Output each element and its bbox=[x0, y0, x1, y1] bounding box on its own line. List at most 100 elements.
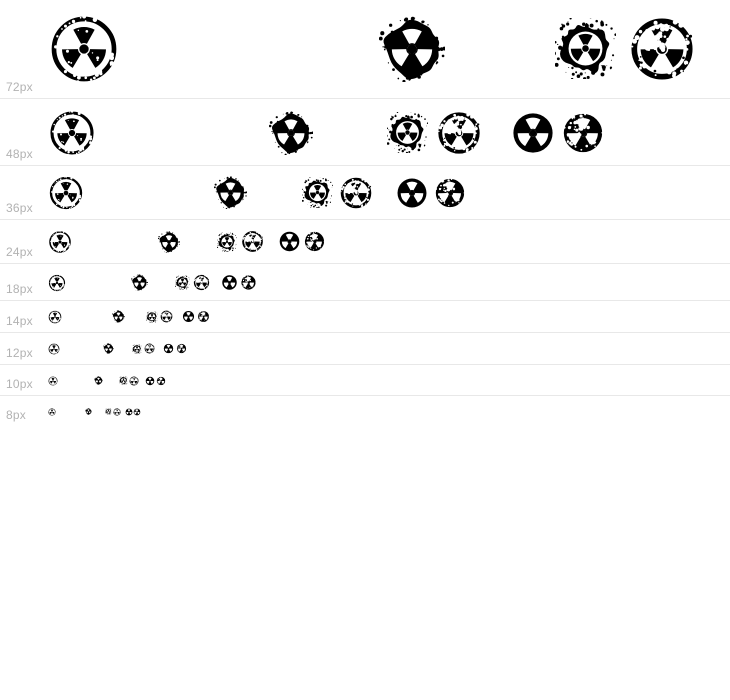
glyph-splatter-blob-trefoil bbox=[269, 99, 387, 165]
glyph-box bbox=[560, 110, 606, 156]
glyph-splatter-blob-trefoil bbox=[158, 220, 217, 263]
glyph-box bbox=[182, 310, 195, 323]
glyph-strip bbox=[48, 99, 634, 165]
glyph-box bbox=[160, 310, 173, 323]
glyph-grunge-ring-trefoil bbox=[436, 99, 510, 165]
glyph-spiky-splatter-ring-trefoil bbox=[302, 166, 339, 219]
glyph-splatter-blob-trefoil bbox=[112, 301, 146, 332]
glyph-distressed-disc-trefoil bbox=[433, 166, 489, 219]
glyph-box bbox=[158, 231, 180, 253]
glyph-solid-disc-trefoil bbox=[221, 264, 240, 300]
glyph-box bbox=[131, 274, 148, 292]
glyph-strip bbox=[48, 396, 145, 426]
glyph-solid-disc-trefoil bbox=[163, 333, 176, 364]
glyph-distressed-disc-trefoil bbox=[176, 333, 195, 364]
size-label: 12px bbox=[6, 346, 33, 360]
glyph-box bbox=[163, 343, 174, 354]
glyph-box bbox=[221, 274, 238, 291]
glyph-splatter-blob-trefoil bbox=[131, 264, 175, 300]
glyph-grunge-ring-trefoil bbox=[339, 166, 395, 219]
glyph-box bbox=[214, 176, 247, 210]
glyph-box bbox=[144, 343, 155, 354]
glyph-strip bbox=[48, 166, 489, 219]
glyph-spiky-splatter-ring-trefoil bbox=[175, 264, 193, 300]
size-label: 8px bbox=[6, 408, 26, 422]
glyph-clean-ring-trefoil bbox=[48, 333, 103, 364]
glyph-solid-disc-trefoil bbox=[395, 166, 433, 219]
glyph-size-row: 12px bbox=[0, 332, 730, 364]
glyph-box bbox=[269, 111, 313, 155]
glyph-spiky-splatter-ring-trefoil bbox=[132, 333, 144, 364]
page-blank-area bbox=[0, 426, 730, 689]
glyph-distressed-disc-trefoil bbox=[240, 264, 268, 300]
glyph-clean-ring-trefoil bbox=[48, 99, 269, 165]
glyph-box bbox=[48, 109, 96, 157]
glyph-box bbox=[302, 177, 333, 209]
glyph-size-row: 72px bbox=[0, 0, 730, 98]
glyph-distressed-disc-trefoil bbox=[133, 396, 145, 426]
glyph-box bbox=[48, 13, 120, 85]
glyph-box bbox=[217, 231, 237, 252]
glyph-box bbox=[48, 175, 84, 211]
glyph-grunge-ring-trefoil bbox=[241, 220, 278, 263]
glyph-distressed-disc-trefoil bbox=[197, 301, 219, 332]
glyph-strip bbox=[48, 333, 195, 364]
glyph-solid-disc-trefoil bbox=[278, 220, 303, 263]
glyph-strip bbox=[48, 301, 219, 332]
glyph-box bbox=[48, 230, 72, 254]
glyph-box bbox=[133, 408, 141, 416]
glyph-box bbox=[176, 343, 187, 354]
glyph-box bbox=[241, 230, 264, 253]
glyph-box bbox=[85, 408, 92, 416]
size-label: 10px bbox=[6, 377, 33, 391]
glyph-strip bbox=[48, 365, 172, 395]
glyph-box bbox=[433, 176, 467, 210]
glyph-solid-disc-trefoil bbox=[145, 365, 156, 395]
glyph-strip bbox=[48, 0, 730, 98]
glyph-box bbox=[48, 407, 56, 416]
glyph-box bbox=[628, 15, 696, 83]
glyph-spiky-splatter-ring-trefoil bbox=[119, 365, 129, 395]
glyph-box bbox=[510, 110, 556, 156]
glyph-solid-disc-trefoil bbox=[125, 396, 133, 426]
glyph-box bbox=[146, 310, 158, 323]
size-label: 24px bbox=[6, 245, 33, 259]
glyph-box bbox=[339, 176, 373, 210]
glyph-spiky-splatter-ring-trefoil bbox=[146, 301, 160, 332]
glyph-box bbox=[145, 376, 155, 386]
glyph-box bbox=[387, 112, 428, 154]
glyph-clean-ring-trefoil bbox=[48, 301, 112, 332]
glyph-box bbox=[278, 230, 301, 253]
glyph-grunge-ring-trefoil bbox=[144, 333, 163, 364]
glyph-box bbox=[119, 376, 128, 386]
glyph-box bbox=[129, 376, 139, 386]
glyph-box bbox=[132, 343, 142, 354]
glyph-grunge-ring-trefoil bbox=[129, 365, 145, 395]
glyph-size-row: 36px bbox=[0, 165, 730, 219]
size-label: 18px bbox=[6, 282, 33, 296]
glyph-box bbox=[112, 310, 125, 324]
glyph-spiky-splatter-ring-trefoil bbox=[105, 396, 113, 426]
glyph-size-row: 8px bbox=[0, 395, 730, 426]
glyph-size-row: 48px bbox=[0, 98, 730, 165]
glyph-clean-ring-trefoil bbox=[48, 365, 94, 395]
glyph-splatter-blob-trefoil bbox=[103, 333, 132, 364]
size-label: 48px bbox=[6, 147, 33, 161]
glyph-box bbox=[48, 274, 66, 292]
glyph-box bbox=[379, 16, 445, 82]
glyph-strip bbox=[48, 264, 268, 300]
glyph-strip bbox=[48, 220, 340, 263]
glyph-grunge-ring-trefoil bbox=[160, 301, 182, 332]
glyph-box bbox=[240, 274, 257, 291]
glyph-distressed-disc-trefoil bbox=[156, 365, 172, 395]
glyph-box bbox=[436, 110, 482, 156]
glyph-spiky-splatter-ring-trefoil bbox=[217, 220, 241, 263]
glyph-clean-ring-trefoil bbox=[48, 220, 158, 263]
glyph-splatter-blob-trefoil bbox=[379, 0, 555, 98]
glyph-box bbox=[395, 176, 429, 210]
glyph-box bbox=[48, 310, 62, 324]
glyph-solid-disc-trefoil bbox=[182, 301, 197, 332]
size-label: 72px bbox=[6, 80, 33, 94]
glyph-box bbox=[303, 230, 326, 253]
glyph-spiky-splatter-ring-trefoil bbox=[387, 99, 436, 165]
